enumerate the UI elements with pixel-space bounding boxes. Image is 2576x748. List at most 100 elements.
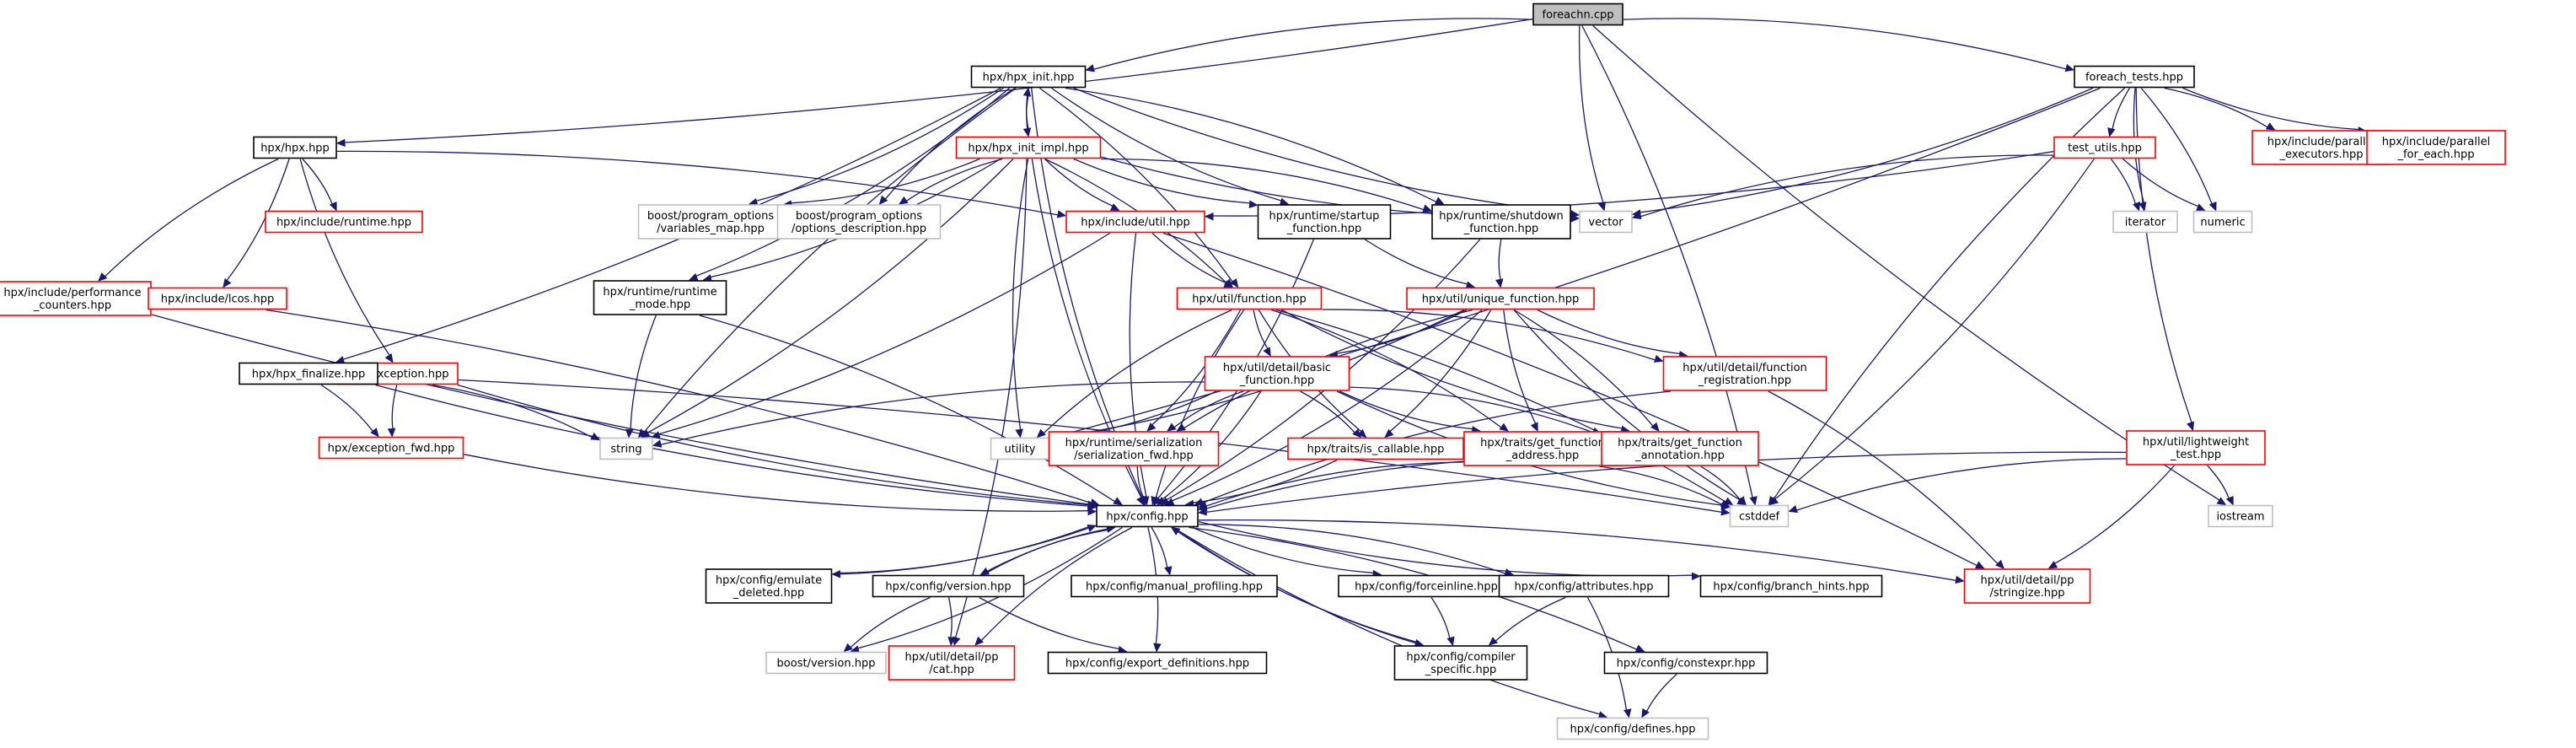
node-serialization-fwd[interactable]: hpx/runtime/serialization/serialization_…: [1048, 431, 1220, 466]
node-startup-fn[interactable]: hpx/runtime/startup_function.hpp: [1257, 204, 1392, 239]
node-exception-fwd[interactable]: hpx/exception_fwd.hpp: [318, 436, 464, 460]
node-label: _counters.hpp: [33, 299, 111, 312]
node-hpx-init[interactable]: hpx/hpx_init.hpp: [970, 65, 1087, 89]
node-iterator[interactable]: iterator: [2112, 210, 2178, 234]
node-compiler-specific[interactable]: hpx/config/compiler_specific.hpp: [1393, 645, 1528, 681]
node-pp-cat[interactable]: hpx/util/detail/pp/cat.hpp: [888, 645, 1016, 681]
node-basic-function[interactable]: hpx/util/detail/basic_function.hpp: [1204, 356, 1350, 391]
edge-lcos-to-config: [266, 309, 1092, 504]
edge-forceinline-to-compiler-specific: [1430, 597, 1451, 638]
node-util-inc[interactable]: hpx/include/util.hpp: [1065, 210, 1205, 234]
node-label: hpx/config/constexpr.hpp: [1617, 658, 1756, 670]
arrowhead: [1422, 204, 1433, 213]
edge-basic-function-to-get-fn-annotation: [1350, 386, 1594, 433]
edge-hpx-init-impl-to-startup-fn: [1073, 158, 1250, 204]
node-label: hpx/traits/is_callable.hpp: [1307, 444, 1445, 456]
node-hpx-hpx[interactable]: hpx/hpx.hpp: [253, 136, 337, 159]
node-box: [1601, 431, 1759, 466]
node-function-reg[interactable]: hpx/util/detail/function_registration.hp…: [1662, 356, 1827, 391]
node-attributes[interactable]: hpx/config/attributes.hpp: [1498, 574, 1670, 598]
node-label: iterator: [2125, 217, 2166, 229]
node-runtime-inc[interactable]: hpx/include/runtime.hpp: [265, 210, 423, 234]
node-export-defs[interactable]: hpx/config/export_definitions.hpp: [1047, 651, 1268, 675]
node-lightweight-test[interactable]: hpx/util/lightweight_test.hpp: [2126, 430, 2266, 465]
node-iostream[interactable]: iostream: [2208, 504, 2273, 528]
node-label: boost/program_options: [647, 210, 775, 223]
node-defines[interactable]: hpx/config/defines.hpp: [1556, 717, 1709, 740]
node-perf-counters[interactable]: hpx/include/performance_counters.hpp: [0, 281, 152, 316]
node-shutdown-fn[interactable]: hpx/runtime/shutdown_function.hpp: [1431, 204, 1571, 239]
node-label: /options_description.hpp: [792, 223, 926, 235]
node-constexpr[interactable]: hpx/config/constexpr.hpp: [1603, 651, 1768, 675]
arrowhead: [1788, 505, 1799, 514]
arrowhead: [2208, 201, 2217, 212]
edge-hpx-init-to-hpx-finalize: [342, 87, 1001, 360]
node-label: numeric: [2200, 217, 2245, 229]
node-test-utils[interactable]: test_utils.hpp: [2053, 136, 2156, 159]
arrowhead: [843, 643, 853, 653]
node-label: string: [610, 444, 641, 456]
node-hpx-finalize[interactable]: hpx/hpx_finalize.hpp: [239, 362, 378, 385]
node-box: [265, 210, 423, 234]
arrowhead: [1631, 211, 1642, 219]
node-get-fn-annotation[interactable]: hpx/traits/get_function_annotation.hpp: [1601, 431, 1759, 466]
node-box: [1176, 287, 1323, 310]
node-string[interactable]: string: [599, 437, 653, 460]
node-branch-hints[interactable]: hpx/config/branch_hints.hpp: [1699, 574, 1883, 598]
arrowhead: [1113, 497, 1123, 506]
node-is-callable[interactable]: hpx/traits/is_callable.hpp: [1287, 437, 1464, 460]
node-unique-function[interactable]: hpx/util/unique_function.hpp: [1406, 287, 1595, 310]
node-lcos[interactable]: hpx/include/lcos.hpp: [148, 287, 287, 310]
node-box: [872, 574, 1025, 598]
node-box: [2126, 430, 2266, 465]
node-label: hpx/config/compiler: [1406, 651, 1516, 664]
arrowhead: [1263, 347, 1271, 358]
node-forceinline[interactable]: hpx/config/forceinline.hpp: [1338, 574, 1515, 598]
node-config[interactable]: hpx/config.hpp: [1096, 504, 1199, 528]
node-box: [1532, 3, 1623, 26]
arrowhead: [1151, 495, 1159, 506]
edge-config-to-stringize: [1198, 519, 1956, 581]
node-utility[interactable]: utility: [990, 437, 1050, 460]
node-cstddef[interactable]: cstddef: [1729, 504, 1790, 528]
node-label: _function.hpp: [1239, 374, 1314, 387]
edge-hpx-init-to-vector: [1073, 87, 1572, 214]
node-boost-version[interactable]: boost/version.hpp: [765, 651, 887, 675]
node-util-function[interactable]: hpx/util/function.hpp: [1176, 287, 1323, 310]
node-numeric[interactable]: numeric: [2192, 210, 2253, 234]
node-cfg-version[interactable]: hpx/config/version.hpp: [872, 574, 1025, 598]
node-label: /stringize.hpp: [1989, 587, 2064, 600]
edge-hpx-init-to-runtime-mode: [695, 88, 1010, 277]
edge-test-utils-to-numeric: [2123, 159, 2199, 207]
node-label: _executors.hpp: [2279, 148, 2364, 161]
node-box: [0, 281, 152, 316]
node-layer: foreachn.cpp hpx/hpx.hpp hpx/hpx_init.hpp f…: [0, 3, 2506, 740]
edge-config-to-constexpr: [1189, 526, 1637, 650]
node-runtime-mode[interactable]: hpx/runtime/runtime_mode.hpp: [593, 280, 727, 315]
arrowhead: [1974, 561, 1985, 569]
node-bpo-vmap[interactable]: boost/program_options/variables_map.hpp: [637, 204, 784, 239]
node-box: [148, 287, 287, 310]
node-hpx-init-impl[interactable]: hpx/hpx_init_impl.hpp: [955, 136, 1102, 159]
node-par-for-each[interactable]: hpx/include/parallel_for_each.hpp: [2366, 130, 2506, 165]
node-stringize[interactable]: hpx/util/detail/pp/stringize.hpp: [1963, 568, 2091, 604]
node-root[interactable]: foreachn.cpp: [1532, 3, 1623, 26]
arrowhead: [1157, 496, 1167, 506]
node-manual-profiling[interactable]: hpx/config/manual_profiling.hpp: [1071, 574, 1278, 598]
edge-hpx-hpx-to-runtime-inc: [302, 159, 333, 205]
edge-unique-function-to-function-reg: [1537, 309, 1681, 355]
node-vector[interactable]: vector: [1579, 210, 1633, 234]
arrowhead: [1087, 507, 1097, 516]
node-get-fn-address[interactable]: hpx/traits/get_function_address.hpp: [1463, 431, 1622, 466]
node-box: [1048, 431, 1220, 466]
edge-foreach-tests-to-par-executors: [2164, 87, 2268, 128]
arrowhead: [1167, 422, 1177, 432]
arrowhead: [370, 428, 379, 438]
node-emulate-deleted[interactable]: hpx/config/emulate_deleted.hpp: [705, 568, 833, 604]
node-label: /cat.hpp: [929, 664, 974, 676]
node-foreach-tests[interactable]: foreach_tests.hpp: [2074, 65, 2195, 89]
node-bpo-desc[interactable]: boost/program_options/options_descriptio…: [776, 204, 942, 239]
node-box: [2053, 136, 2156, 159]
node-label: hpx/config/branch_hints.hpp: [1713, 581, 1869, 594]
node-label: foreachn.cpp: [1543, 9, 1614, 22]
